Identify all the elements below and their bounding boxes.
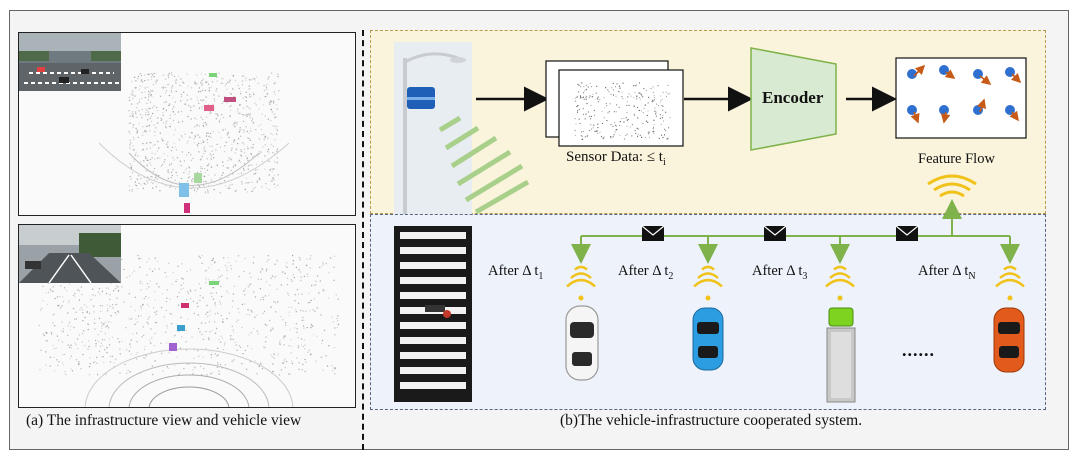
after-text-1: After Δ t — [488, 263, 539, 279]
infrastructure-camera-inset — [19, 33, 121, 91]
after-sub-2: 2 — [668, 270, 674, 282]
after-text-3: After Δ t — [752, 263, 803, 279]
sensor-data-subscript: i — [662, 157, 666, 168]
street-lamp-sensor-icon — [394, 42, 530, 215]
panel-separator — [362, 30, 364, 450]
feature-flow-label: Feature Flow — [918, 151, 995, 167]
orange-car-icon — [993, 307, 1025, 373]
truck-icon — [826, 307, 856, 403]
sensor-data-text: Sensor Data: ≤ t — [566, 149, 663, 165]
feature-flow-box — [895, 57, 1027, 139]
after-text-2: After Δ t — [618, 263, 669, 279]
wifi-icon — [927, 174, 977, 198]
white-car-icon — [565, 305, 599, 381]
caption-right: (b)The vehicle-infrastructure cooperated… — [560, 412, 863, 429]
vehicle-view-panel — [18, 224, 356, 408]
after-label-n: After Δ tN — [918, 263, 976, 282]
caption-left: (a) The infrastructure view and vehicle … — [26, 412, 302, 429]
encoder-block — [750, 47, 837, 151]
blue-car-icon — [692, 307, 724, 371]
vehicle-camera-inset — [19, 225, 121, 284]
vehicle-wifi-icons — [566, 265, 1025, 301]
infrastructure-view-panel — [18, 32, 356, 216]
sensor-data-label: Sensor Data: ≤ ti — [566, 149, 666, 168]
after-sub-1: 1 — [538, 270, 544, 282]
after-label-3: After Δ t3 — [752, 263, 807, 282]
envelope-icon — [641, 225, 919, 241]
sensor-data-frames — [545, 60, 684, 147]
crosswalk-icon — [394, 226, 472, 402]
after-text-n: After Δ t — [918, 263, 969, 279]
encoder-label: Encoder — [762, 88, 824, 107]
after-sub-3: 3 — [802, 270, 808, 282]
after-label-2: After Δ t2 — [618, 263, 673, 282]
after-label-1: After Δ t1 — [488, 263, 543, 282]
after-sub-n: N — [968, 270, 976, 282]
vehicles-ellipsis: ...... — [902, 340, 935, 360]
